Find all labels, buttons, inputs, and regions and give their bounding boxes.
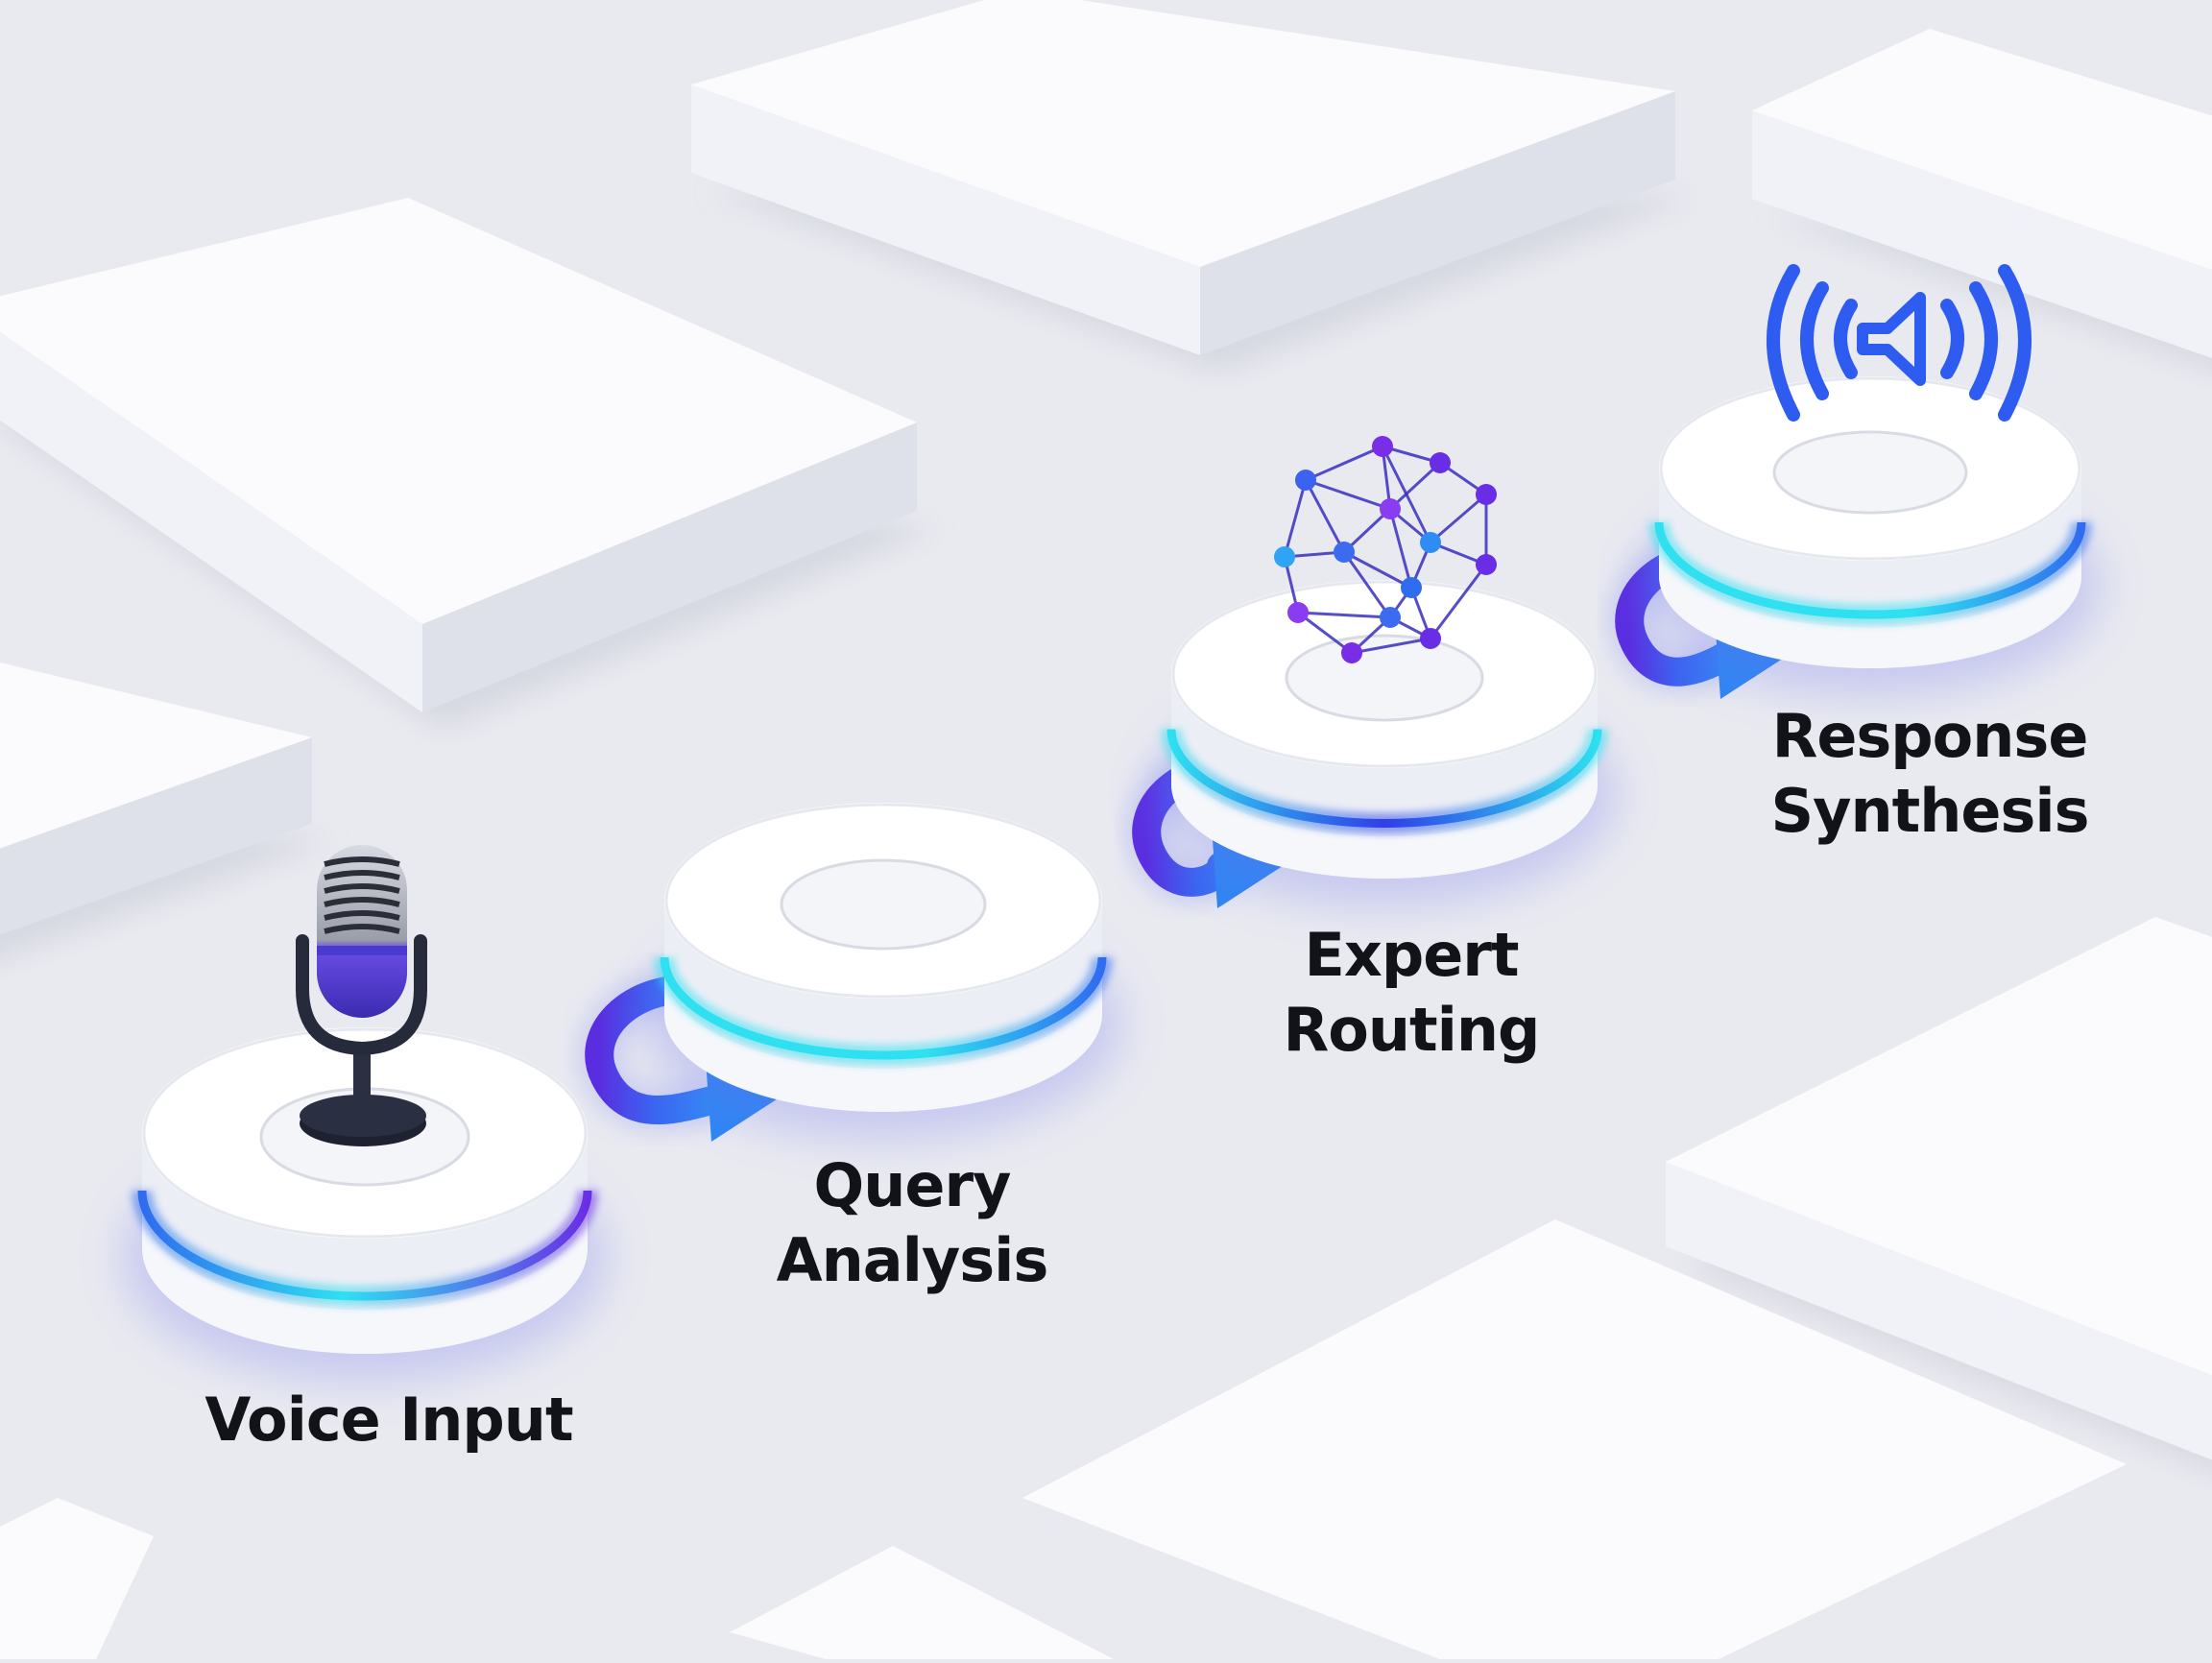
microphone-icon xyxy=(296,845,427,1146)
background-tile xyxy=(0,1498,154,1659)
step-pedestal xyxy=(1640,376,2101,695)
step-label-line: Analysis xyxy=(776,1225,1049,1295)
background-tile xyxy=(1022,1219,2127,1663)
step-label-line: Response xyxy=(1771,701,2089,771)
step-label-expert-routing: Expert Routing xyxy=(1238,918,1584,1068)
background-tile xyxy=(730,1546,1114,1659)
step-pedestal xyxy=(1152,580,1617,905)
background-tile xyxy=(691,0,1695,373)
step-pedestal xyxy=(645,803,1121,1139)
speaker-icon xyxy=(1767,264,2032,422)
sound-wave-icon xyxy=(700,698,1060,838)
background-tile xyxy=(1752,29,2212,370)
step-label-response-synthesis: Response Synthesis xyxy=(1747,699,2112,849)
step-label-line: Voice Input xyxy=(204,1385,573,1455)
step-label-line: Routing xyxy=(1283,995,1541,1065)
step-icons xyxy=(296,264,2032,1146)
network-graph-icon xyxy=(1274,436,1497,663)
background-tile xyxy=(0,663,331,959)
background-tile xyxy=(0,198,936,730)
step-label-line: Synthesis xyxy=(1770,776,2089,846)
step-label-query-analysis: Query Analysis xyxy=(730,1148,1094,1298)
step-label-line: Expert xyxy=(1304,920,1520,990)
step-label-voice-input: Voice Input xyxy=(163,1383,614,1458)
step-label-line: Query xyxy=(813,1150,1012,1220)
background-tile xyxy=(1666,917,2212,1470)
